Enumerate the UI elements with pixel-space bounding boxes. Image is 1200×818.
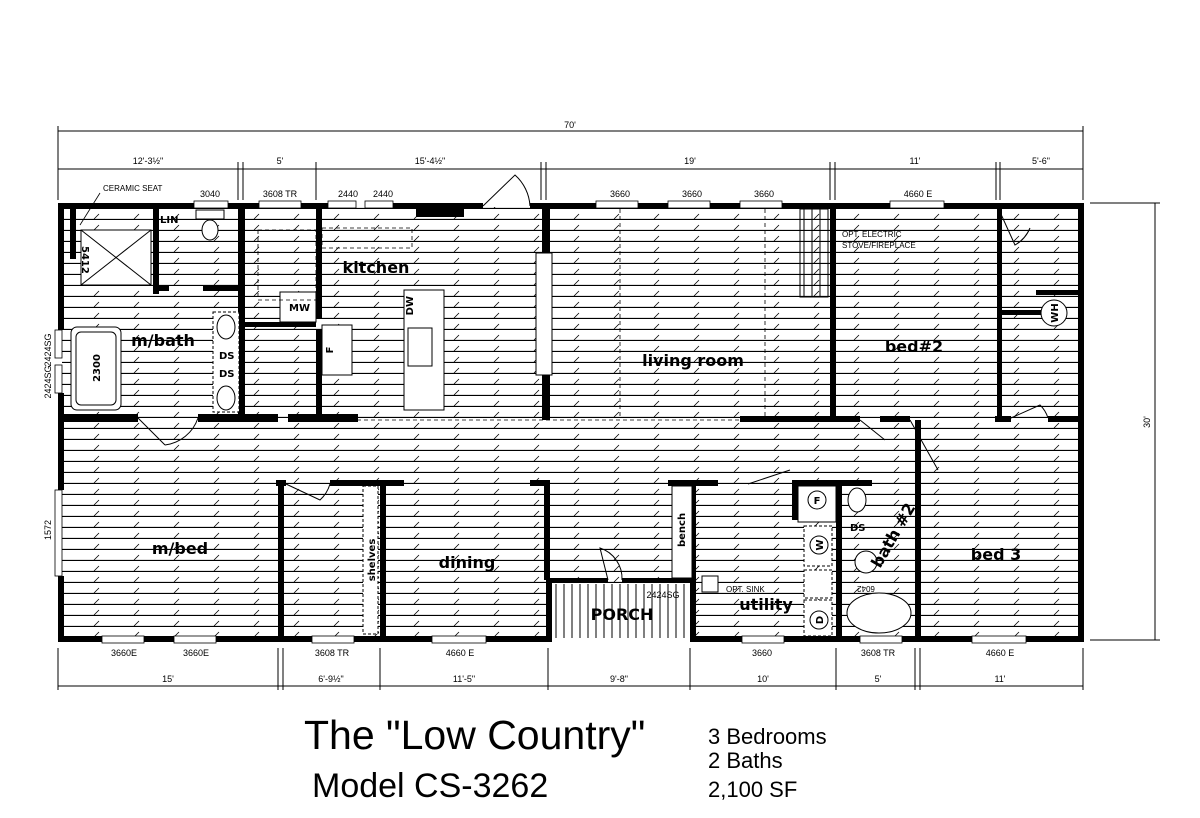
water-heater-label: WH bbox=[1050, 303, 1061, 322]
baths-count: 2 Baths bbox=[708, 748, 783, 773]
window-label: 2424SG bbox=[646, 590, 679, 600]
range bbox=[321, 324, 353, 376]
room-label-master-bed: m/bed bbox=[152, 539, 208, 558]
top-dim-4: 19' bbox=[684, 156, 696, 166]
ceramic-seat-note: CERAMIC SEAT bbox=[103, 184, 163, 193]
top-dimension-lines bbox=[57, 126, 1160, 690]
model-number: Model CS-3262 bbox=[312, 767, 549, 805]
window-label: 3608 TR bbox=[315, 648, 350, 658]
top-dim-5: 11' bbox=[909, 156, 920, 166]
bottom-dim-7: 11' bbox=[994, 674, 1005, 684]
room-label-dining: dining bbox=[439, 553, 496, 572]
bottom-dim-5: 10' bbox=[757, 674, 769, 684]
window-label: 3660E bbox=[183, 648, 209, 658]
room-label-kitchen: kitchen bbox=[343, 258, 410, 277]
top-dim-1: 12'-3½" bbox=[133, 156, 163, 166]
dishwasher-label: DW bbox=[405, 296, 416, 315]
dashed-outlines bbox=[257, 209, 766, 421]
sink bbox=[216, 314, 236, 340]
microwave-label: MW bbox=[289, 303, 310, 314]
window-label: 3660 bbox=[752, 648, 772, 658]
window-label: 2440 bbox=[373, 189, 393, 199]
square-footage: 2,100 SF bbox=[708, 777, 798, 802]
overall-depth-label: 30' bbox=[1142, 416, 1152, 428]
top-dim-2: 5' bbox=[277, 156, 284, 166]
walls bbox=[58, 203, 1084, 642]
window-label: 3608 TR bbox=[263, 189, 298, 199]
bedrooms-count: 3 Bedrooms bbox=[708, 724, 827, 749]
room-label-porch: PORCH bbox=[591, 605, 654, 624]
room-label-living-room: living room bbox=[642, 351, 744, 370]
fridge-label: F bbox=[814, 496, 821, 507]
plan-name: The "Low Country" bbox=[304, 712, 646, 758]
doors bbox=[137, 174, 1049, 581]
water-heater bbox=[1040, 299, 1068, 327]
sink bbox=[847, 487, 867, 513]
fireplace-note: OPT. ELECTRIC bbox=[842, 230, 902, 239]
fridge-label: F bbox=[325, 347, 336, 354]
top-dim-3: 15'-4½" bbox=[415, 156, 445, 166]
porch-decking bbox=[552, 584, 690, 638]
bench bbox=[671, 485, 693, 579]
overall-width-label: 70' bbox=[564, 120, 576, 130]
microwave bbox=[279, 291, 317, 323]
window-label: 4660 E bbox=[904, 189, 933, 199]
dryer bbox=[809, 610, 829, 630]
bottom-dim-2: 6'-9½" bbox=[318, 674, 343, 684]
linen-label: LIN bbox=[160, 215, 178, 226]
ds-label: DS bbox=[850, 523, 866, 534]
bottom-dim-3: 11'-5" bbox=[453, 674, 475, 684]
shower-label: 5412 bbox=[79, 246, 90, 274]
room-label-master-bath: m/bath bbox=[131, 331, 195, 350]
closet-shelves bbox=[362, 485, 379, 635]
bath2-tub bbox=[846, 592, 912, 634]
room-label-bed2: bed#2 bbox=[885, 337, 943, 356]
window-label: 1572 bbox=[43, 520, 53, 540]
top-dim-6: 5'-6" bbox=[1032, 156, 1050, 166]
window-label: 3660 bbox=[610, 189, 630, 199]
dryer-label: D bbox=[815, 616, 826, 624]
bath2-tub-label: 6042 bbox=[857, 584, 875, 593]
window-label: 3608 TR bbox=[861, 648, 896, 658]
bottom-dim-1: 15' bbox=[162, 674, 174, 684]
opt-sink-note: OPT. SINK bbox=[726, 585, 765, 594]
fireplace bbox=[799, 208, 829, 298]
kitchen-sink bbox=[407, 327, 433, 367]
window-label: 2440 bbox=[338, 189, 358, 199]
bench-label: bench bbox=[677, 513, 688, 547]
sink bbox=[216, 385, 236, 411]
toilet bbox=[201, 219, 219, 241]
bottom-dim-4: 9'-8" bbox=[610, 674, 628, 684]
bar bbox=[535, 252, 553, 376]
window-label: 2424SG bbox=[43, 333, 53, 366]
fixtures bbox=[70, 208, 1068, 637]
washer bbox=[809, 535, 829, 555]
plan-specs: 3 Bedrooms 2 Baths 2,100 SF bbox=[708, 725, 827, 802]
window-label: 4660 E bbox=[446, 648, 475, 658]
room-label-bed3: bed 3 bbox=[971, 545, 1021, 564]
window-label: 4660 E bbox=[986, 648, 1015, 658]
window-label: 2424SG bbox=[43, 365, 53, 398]
window-label: 3660 bbox=[754, 189, 774, 199]
fireplace-note: STOVE/FIREPLACE bbox=[842, 241, 916, 250]
washer-label: W bbox=[815, 539, 826, 550]
window-label: 3660 bbox=[682, 189, 702, 199]
window-label: 3040 bbox=[200, 189, 220, 199]
toilet bbox=[854, 550, 878, 574]
tub-label: 2300 bbox=[92, 354, 103, 382]
ds-label: DS bbox=[219, 369, 235, 380]
ds-label: DS bbox=[219, 351, 235, 362]
shelves-label: shelves bbox=[367, 539, 378, 582]
room-label-utility: utility bbox=[739, 595, 793, 614]
bottom-dim-6: 5' bbox=[875, 674, 882, 684]
utility-sink bbox=[701, 575, 719, 593]
window-label: 3660E bbox=[111, 648, 137, 658]
